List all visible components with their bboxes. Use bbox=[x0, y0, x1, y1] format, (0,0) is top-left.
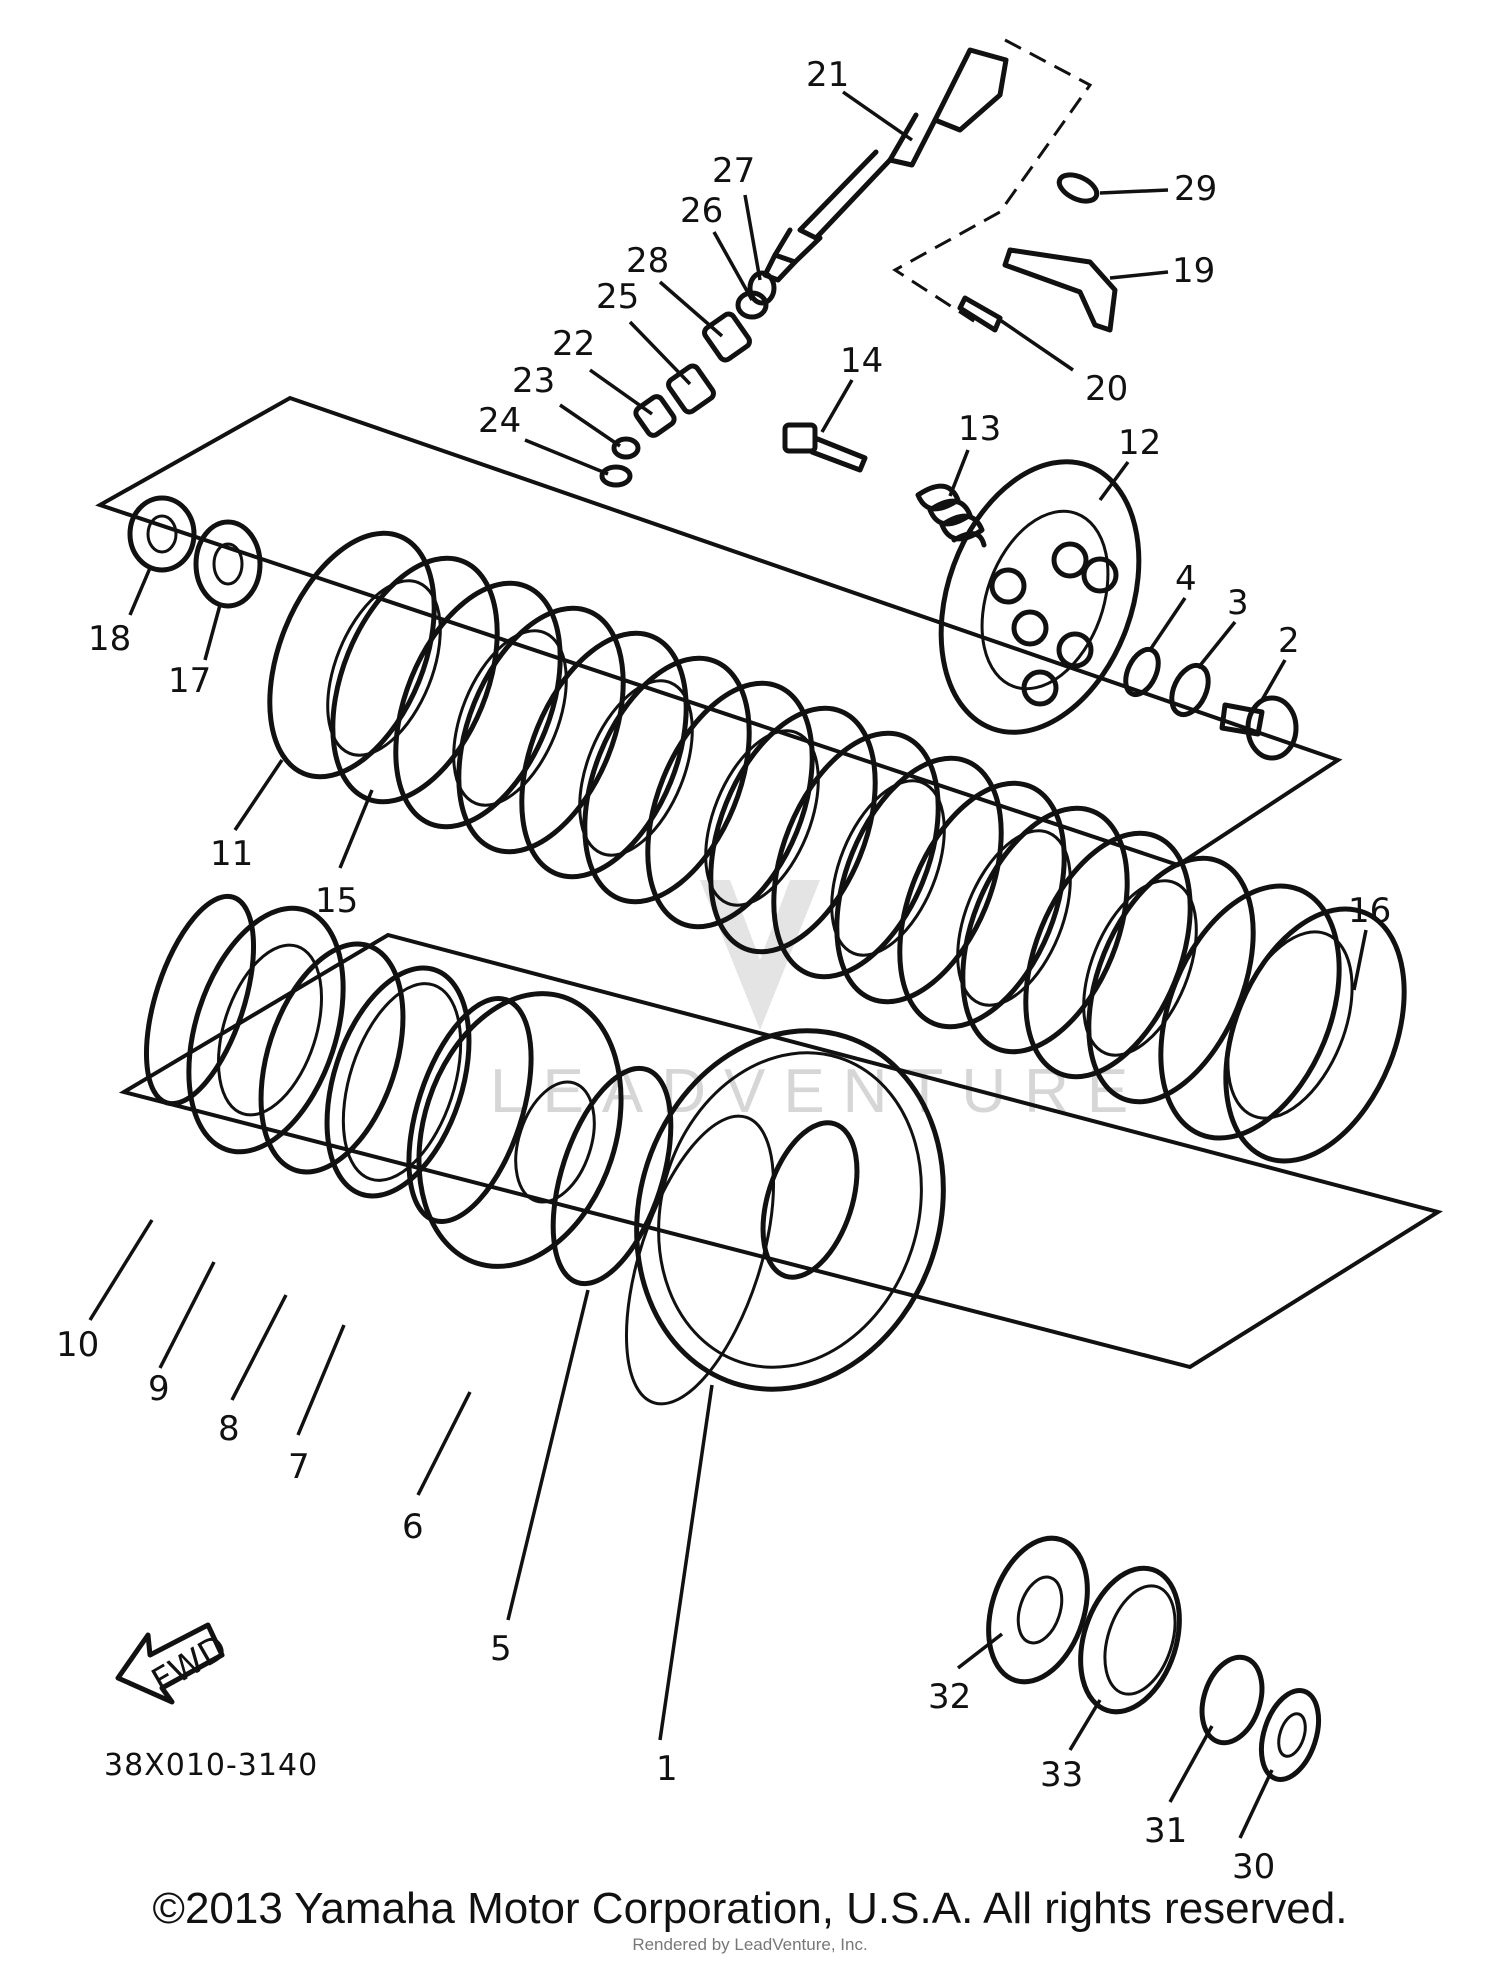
callout-14: 14 bbox=[840, 341, 883, 381]
fwd-arrow-icon: FWD bbox=[115, 1622, 234, 1705]
callout-23: 23 bbox=[512, 361, 555, 401]
copyright-notice: ©2013 Yamaha Motor Corporation, U.S.A. A… bbox=[152, 1884, 1348, 1933]
clutch-lower-frame bbox=[118, 932, 1443, 1370]
clutch-boss bbox=[406, 991, 624, 1269]
bearing-3 bbox=[1169, 662, 1211, 718]
callout-2: 2 bbox=[1278, 621, 1300, 661]
callout-9: 9 bbox=[148, 1369, 170, 1409]
callout-32: 32 bbox=[928, 1677, 971, 1717]
callout-22: 22 bbox=[552, 324, 595, 364]
callout-11: 11 bbox=[210, 834, 253, 874]
callout-18: 18 bbox=[88, 619, 131, 659]
callout-6: 6 bbox=[402, 1507, 424, 1547]
callout-17: 17 bbox=[168, 661, 211, 701]
push-rod bbox=[762, 47, 1009, 283]
needle-bearing-33 bbox=[1078, 1565, 1182, 1715]
clutch-pack-frame bbox=[95, 395, 1343, 868]
push-plate-2 bbox=[1219, 695, 1299, 761]
clutch-spring-bolt bbox=[782, 422, 868, 473]
callout-3: 3 bbox=[1227, 583, 1249, 623]
callout-33: 33 bbox=[1040, 1755, 1083, 1795]
leader-lines bbox=[88, 90, 1368, 1839]
damper-spring-plate bbox=[258, 941, 406, 1175]
callout-27: 27 bbox=[712, 151, 755, 191]
rendered-by-credit: Rendered by LeadVenture, Inc. bbox=[632, 1935, 868, 1954]
spacer-31 bbox=[1199, 1654, 1265, 1746]
callouts: 21 29 27 26 19 28 25 20 22 14 23 24 13 1… bbox=[56, 55, 1391, 1887]
callout-4: 4 bbox=[1175, 559, 1197, 599]
fwd-label: FWD bbox=[145, 1627, 234, 1701]
callout-12: 12 bbox=[1118, 423, 1161, 463]
washer-30 bbox=[1258, 1688, 1322, 1782]
wire-circlip bbox=[143, 893, 257, 1107]
primary-driven-gear bbox=[624, 1028, 946, 1406]
clutch-washer-4 bbox=[1123, 646, 1161, 698]
small-bearings-seals bbox=[599, 270, 777, 488]
callout-30: 30 bbox=[1232, 1847, 1275, 1887]
callout-28: 28 bbox=[626, 241, 669, 281]
callout-21: 21 bbox=[806, 55, 849, 95]
callout-16: 16 bbox=[1348, 891, 1391, 931]
watermark: LEADVENTURE bbox=[490, 1057, 1146, 1126]
damper-seat bbox=[324, 965, 472, 1199]
diagram-reference-code: 38X010-3140 bbox=[104, 1748, 319, 1783]
callout-15: 15 bbox=[315, 881, 358, 921]
clutch-spring bbox=[915, 483, 987, 548]
thrust-washer bbox=[550, 1065, 674, 1287]
callout-7: 7 bbox=[288, 1447, 310, 1487]
cushion-plate bbox=[186, 905, 346, 1155]
callout-31: 31 bbox=[1144, 1811, 1187, 1851]
callout-1: 1 bbox=[656, 1749, 678, 1789]
callout-25: 25 bbox=[596, 277, 639, 317]
push-lever-parts bbox=[957, 172, 1118, 333]
callout-26: 26 bbox=[680, 191, 723, 231]
lock-washer bbox=[193, 519, 263, 609]
callout-5: 5 bbox=[490, 1629, 512, 1669]
callout-29: 29 bbox=[1174, 169, 1217, 209]
pressure-plate bbox=[938, 459, 1142, 735]
callout-24: 24 bbox=[478, 401, 521, 441]
callout-13: 13 bbox=[958, 409, 1001, 449]
callout-10: 10 bbox=[56, 1325, 99, 1365]
callout-8: 8 bbox=[218, 1409, 240, 1449]
clutch-plates-inner bbox=[326, 579, 1354, 1120]
push-lever-dashed-frame bbox=[892, 38, 1093, 327]
watermark-logo bbox=[700, 880, 820, 1030]
callout-19: 19 bbox=[1172, 251, 1215, 291]
clutch-boss-nut bbox=[127, 495, 197, 573]
bearing-32 bbox=[986, 1535, 1090, 1685]
callout-20: 20 bbox=[1085, 369, 1128, 409]
